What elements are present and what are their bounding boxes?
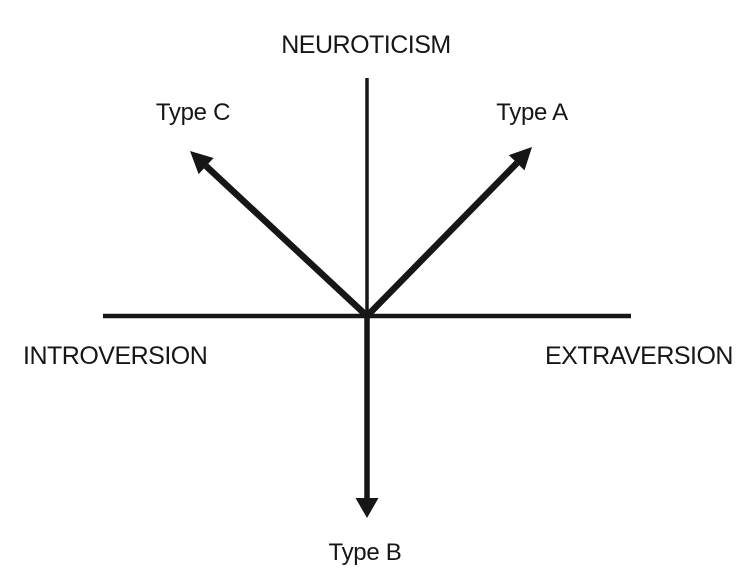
introversion-label: INTROVERSION bbox=[23, 342, 207, 370]
extraversion-label: EXTRAVERSION bbox=[545, 342, 733, 370]
type-c-arrow-shaft bbox=[203, 163, 370, 319]
type-c-arrowhead-icon bbox=[190, 151, 214, 175]
type-a-label: Type A bbox=[496, 99, 568, 126]
neuroticism-label: NEUROTICISM bbox=[281, 31, 451, 59]
type-a-arrow-shaft bbox=[364, 160, 520, 319]
type-a-arrowhead-icon bbox=[508, 147, 532, 171]
type-a-arrow bbox=[364, 147, 532, 319]
type-b-arrow bbox=[355, 316, 379, 518]
type-b-label: Type B bbox=[329, 539, 402, 566]
type-c-label: Type C bbox=[156, 99, 230, 126]
type-b-arrowhead-icon bbox=[355, 498, 379, 518]
type-c-arrow bbox=[190, 151, 370, 319]
